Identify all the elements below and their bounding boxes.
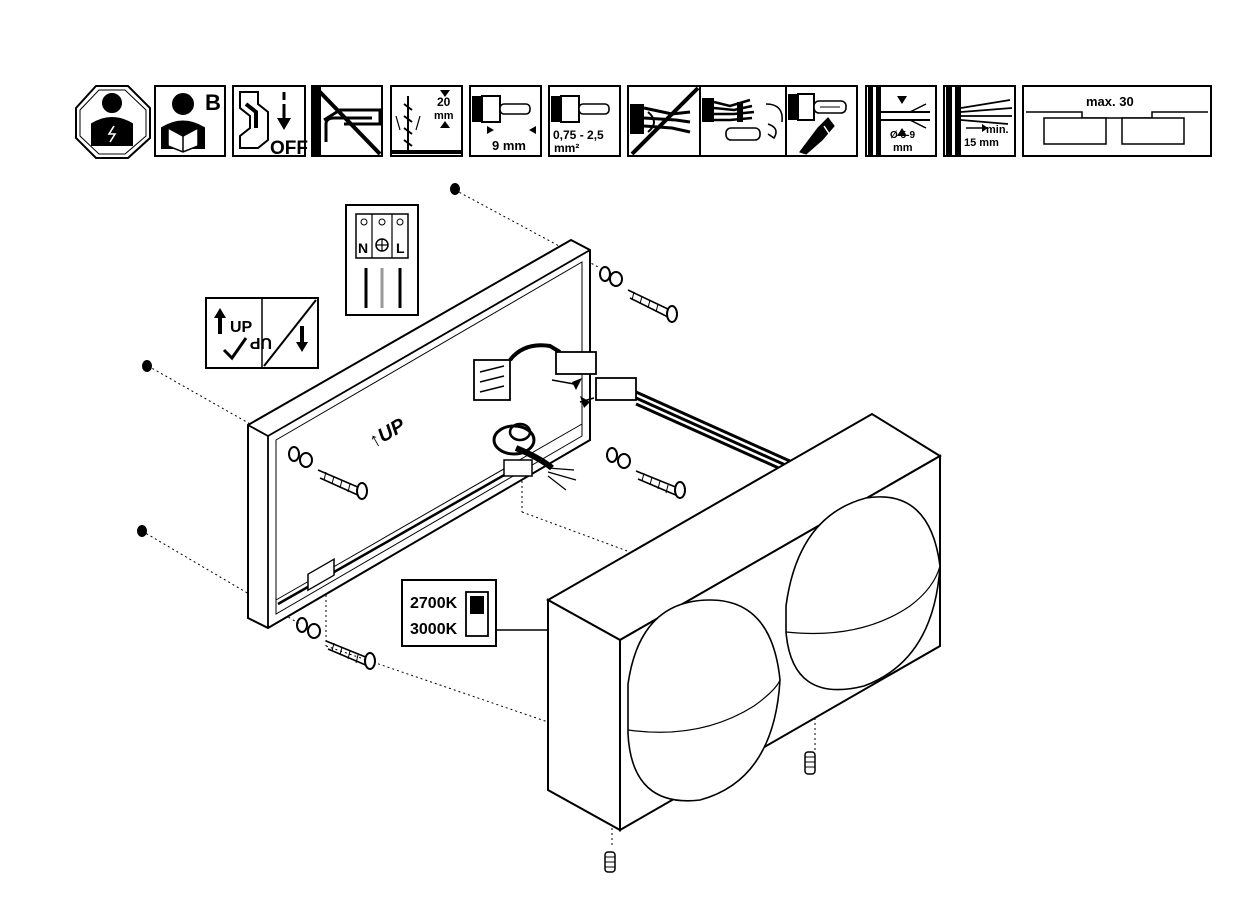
wall-plugs (137, 183, 460, 537)
drill-depth-value: 20 (437, 95, 451, 109)
terminal-l-label: L (396, 240, 405, 256)
screw-top-right (599, 266, 678, 323)
power-off-label: OFF (270, 138, 308, 159)
wire-section-icon: 0,75 - 2,5 mm² (548, 85, 621, 157)
screws (288, 266, 816, 873)
crimp-icon (788, 93, 847, 155)
cable-strip-icon: min. 15 mm (943, 85, 1016, 157)
no-pipes-icon (311, 85, 383, 157)
lamp-body (545, 412, 942, 832)
mounting-plate: ↑UP (247, 238, 591, 630)
qualified-electrician-icon (75, 85, 151, 159)
icon-strip: B OFF 20 mm (75, 85, 1212, 159)
orientation-down-label: UP (249, 334, 272, 351)
cct-option-2700k: 2700K (410, 595, 458, 612)
cable-diameter-value: Ø 5-9 (890, 130, 915, 141)
assembly: ↑UP (137, 183, 942, 873)
lamp-shade-left (627, 599, 781, 802)
plate-connector (473, 343, 597, 401)
strip-length-value: 9 mm (492, 138, 526, 153)
no-twisted-wire-icon (630, 86, 700, 156)
switch-off-power-icon: OFF (232, 85, 308, 159)
cct-option-3000k: 3000K (410, 621, 458, 638)
spacing-max-label: max. 30 (1086, 94, 1134, 109)
orientation-up-label: UP (230, 319, 253, 336)
strip-length-icon: 9 mm (469, 85, 542, 157)
manual-letter-b: B (205, 90, 221, 115)
terminal-block: N L (345, 204, 419, 316)
terminal-n-label: N (358, 240, 368, 256)
cct-switch: 2700K 3000K (401, 579, 548, 647)
set-screws (604, 751, 816, 873)
ferrule-icon (702, 98, 783, 141)
cable-diameter-unit: mm (893, 142, 913, 154)
drill-depth-icon: 20 mm (390, 85, 463, 157)
wire-section-value: 0,75 - 2,5 (553, 128, 604, 142)
cable-strip-min-label: min. (986, 124, 1009, 136)
cable-entry (492, 422, 577, 491)
drill-depth-unit: mm (434, 110, 454, 122)
screw-right (606, 447, 686, 499)
orientation-card: UP UP (205, 297, 319, 369)
read-manual-icon: B (154, 85, 226, 157)
wire-section-unit: mm² (554, 141, 579, 155)
cable-diameter-icon: Ø 5-9 mm (865, 85, 937, 157)
screw-lower-left (296, 617, 376, 670)
screw-upper-left (288, 446, 368, 500)
lamp-shade-right (785, 496, 941, 691)
cable-strip-min-value: 15 mm (964, 137, 999, 149)
lamp-connector (579, 377, 793, 476)
spacing-icon: max. 30 (1022, 85, 1212, 157)
